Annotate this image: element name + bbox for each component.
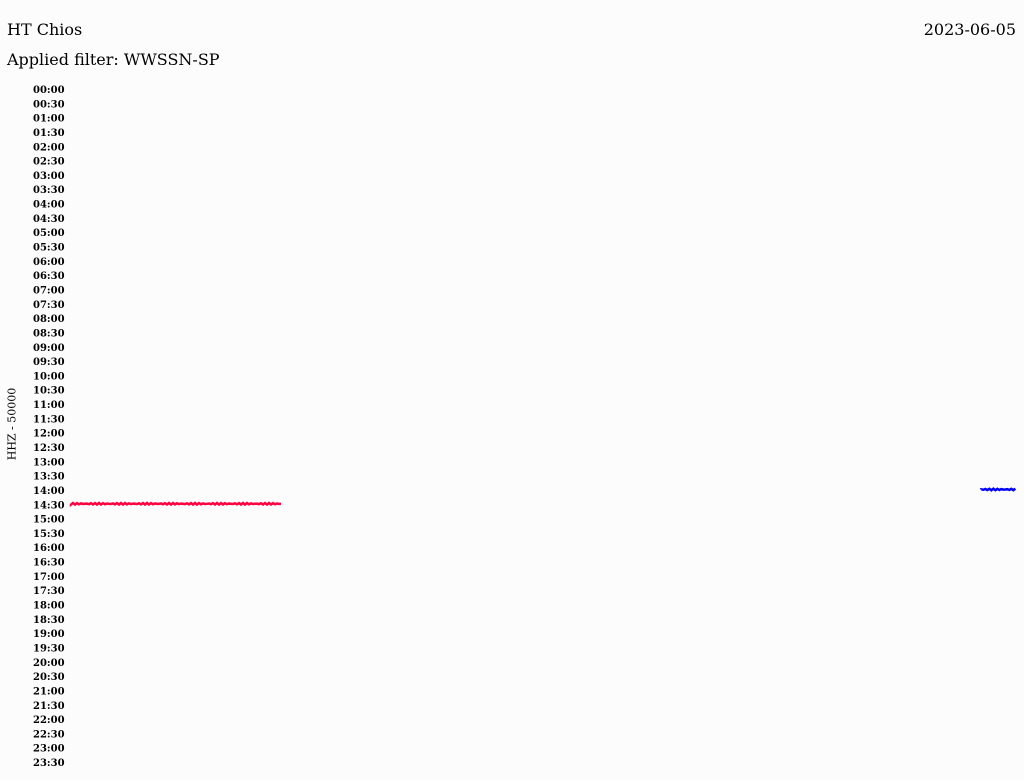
seismic-trace	[69, 501, 282, 508]
row-tick-label: 18:30	[33, 615, 65, 626]
row-tick-label: 17:00	[33, 572, 65, 583]
row-tick-label: 16:30	[33, 558, 65, 569]
row-tick-label: 01:00	[33, 114, 65, 125]
row-tick-label: 08:30	[33, 328, 65, 339]
row-tick-label: 14:30	[33, 500, 65, 511]
row-tick-label: 14:00	[33, 486, 65, 497]
row-tick-label: 22:00	[33, 715, 65, 726]
row-tick-label: 01:30	[33, 128, 65, 139]
row-tick-label: 23:00	[33, 744, 65, 755]
row-tick-label: 07:30	[33, 300, 65, 311]
row-tick-label: 09:00	[33, 343, 65, 354]
filter-label: Applied filter: WWSSN-SP	[7, 50, 220, 69]
row-tick-label: 10:30	[33, 386, 65, 397]
row-tick-label: 13:30	[33, 472, 65, 483]
row-tick-label: 03:00	[33, 171, 65, 182]
row-tick-label: 05:30	[33, 243, 65, 254]
row-tick-label: 05:00	[33, 228, 65, 239]
row-tick-label: 11:00	[33, 400, 65, 411]
row-tick-label: 23:30	[33, 758, 65, 769]
row-tick-label: 07:00	[33, 285, 65, 296]
row-tick-label: 18:00	[33, 601, 65, 612]
row-tick-label: 03:30	[33, 185, 65, 196]
row-tick-label: 02:30	[33, 157, 65, 168]
row-tick-label: 08:00	[33, 314, 65, 325]
row-tick-label: 06:30	[33, 271, 65, 282]
row-tick-label: 21:30	[33, 701, 65, 712]
station-title: HT Chios	[7, 20, 83, 39]
row-tick-label: 02:00	[33, 142, 65, 153]
row-tick-label: 09:30	[33, 357, 65, 368]
row-tick-label: 21:00	[33, 686, 65, 697]
row-tick-label: 22:30	[33, 729, 65, 740]
row-tick-label: 06:00	[33, 257, 65, 268]
row-tick-label: 11:30	[33, 414, 65, 425]
row-tick-label: 15:00	[33, 515, 65, 526]
row-tick-label: 20:30	[33, 672, 65, 683]
row-tick-label: 16:00	[33, 543, 65, 554]
row-tick-label: 19:00	[33, 629, 65, 640]
row-tick-label: 19:30	[33, 643, 65, 654]
seismic-trace	[980, 487, 1017, 492]
row-tick-label: 10:00	[33, 371, 65, 382]
row-tick-label: 04:00	[33, 200, 65, 211]
row-tick-label: 00:00	[33, 85, 65, 96]
row-tick-label: 12:00	[33, 429, 65, 440]
row-tick-label: 17:30	[33, 586, 65, 597]
row-tick-label: 04:30	[33, 214, 65, 225]
row-tick-label: 00:30	[33, 99, 65, 110]
row-tick-label: 20:00	[33, 658, 65, 669]
date-label: 2023-06-05	[923, 20, 1016, 39]
row-tick-label: 12:30	[33, 443, 65, 454]
row-tick-label: 13:00	[33, 457, 65, 468]
row-tick-label: 15:30	[33, 529, 65, 540]
